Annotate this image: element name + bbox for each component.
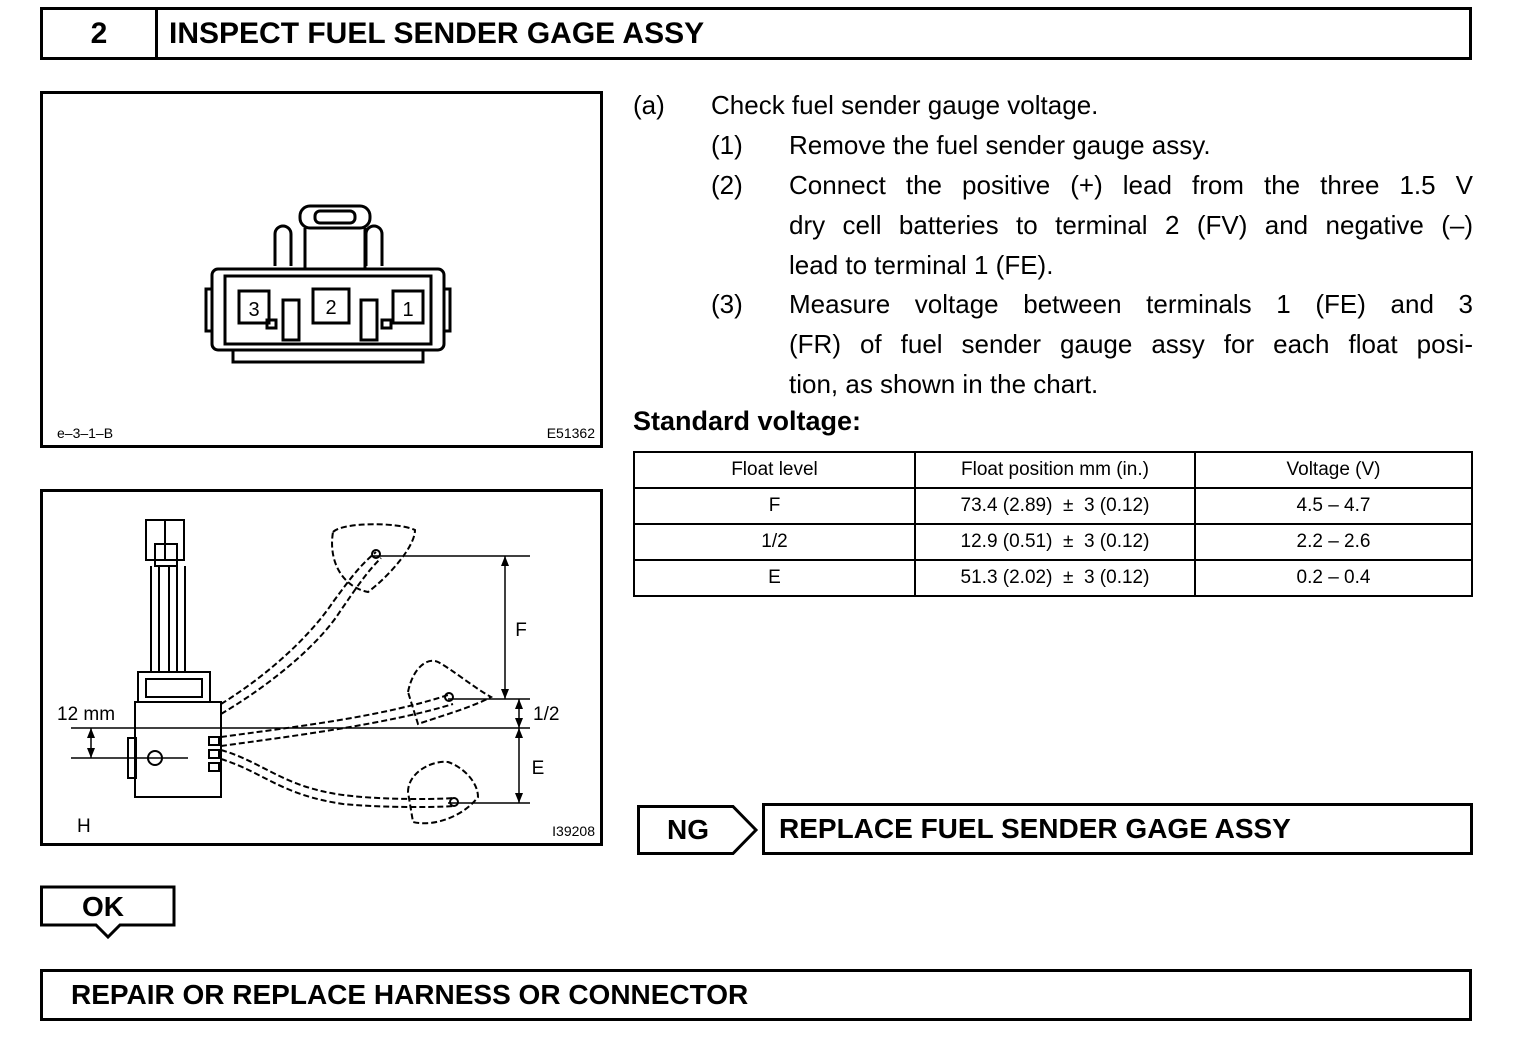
position-label-f: F (515, 620, 527, 641)
table-cell: F (633, 487, 916, 525)
instruction-2-line: dry cell batteries to terminal 2 (FV) an… (789, 210, 1473, 240)
ok-arrow-shape (40, 885, 176, 940)
instruction-a-text: Check fuel sender gauge voltage. (711, 90, 1099, 120)
ok-label-text: OK (82, 891, 124, 922)
step-number: 2 (43, 10, 158, 57)
ng-label-text: NG (667, 814, 709, 845)
step-header: 2 INSPECT FUEL SENDER GAGE ASSY (40, 7, 1472, 60)
terminal-label-1: 1 (402, 299, 413, 321)
column-header: Float position mm (in.) (914, 451, 1196, 489)
table-header-row: Float level Float position mm (in.) Volt… (633, 451, 1473, 489)
ng-arrow-shape (637, 805, 759, 855)
instruction-1-text: Remove the fuel sender gauge assy. (789, 130, 1211, 160)
instruction-2-marker: (2) (711, 170, 743, 200)
table-cell: 4.5 – 4.7 (1194, 487, 1473, 525)
connector-diagram: 3 2 1 e–3–1–B E51362 (57, 204, 595, 441)
instruction-3-line: (FR) of fuel sender gauge assy for each … (789, 329, 1473, 359)
table-cell: 73.4 (2.89) ± 3 (0.12) (914, 487, 1196, 525)
float-position-figure: 12 mm F 1/2 E H I39208 (40, 489, 603, 846)
ng-result-text: REPLACE FUEL SENDER GAGE ASSY (779, 813, 1291, 844)
figure-corner-label: H (77, 816, 91, 837)
table-cell: 12.9 (0.51) ± 3 (0.12) (914, 523, 1196, 561)
position-label-e: E (532, 758, 545, 779)
figure-code-left: e–3–1–B (57, 425, 113, 441)
ok-result-box: REPAIR OR REPLACE HARNESS OR CONNECTOR (40, 969, 1472, 1021)
table-cell: 1/2 (633, 523, 916, 561)
table-row: E 51.3 (2.02) ± 3 (0.12) 0.2 – 0.4 (633, 559, 1473, 597)
ng-branch-label: NG (637, 805, 759, 855)
table-row: F 73.4 (2.89) ± 3 (0.12) 4.5 – 4.7 (633, 487, 1473, 525)
terminal-label-2: 2 (325, 297, 336, 319)
position-label-half: 1/2 (533, 704, 559, 725)
instruction-3-line: Measure voltage between terminals 1 (FE)… (789, 289, 1473, 319)
column-header: Voltage (V) (1194, 451, 1473, 489)
step-title: INSPECT FUEL SENDER GAGE ASSY (169, 16, 705, 50)
dimension-12mm-label: 12 mm (57, 704, 115, 725)
terminal-label-3: 3 (248, 299, 259, 321)
connector-figure: 3 2 1 e–3–1–B E51362 (40, 91, 603, 448)
ok-result-text: REPAIR OR REPLACE HARNESS OR CONNECTOR (71, 979, 749, 1010)
spec-table: Float level Float position mm (in.) Volt… (633, 451, 1473, 597)
instruction-3-marker: (3) (711, 289, 743, 319)
table-cell: E (633, 559, 916, 597)
instruction-1-marker: (1) (711, 130, 743, 160)
instruction-2-line: lead to terminal 1 (FE). (789, 250, 1054, 280)
table-cell: 2.2 – 2.6 (1194, 523, 1473, 561)
ng-result-box: REPLACE FUEL SENDER GAGE ASSY (762, 803, 1473, 855)
figure-code-right: E51362 (547, 425, 595, 441)
instruction-2-line: Connect the positive (+) lead from the t… (789, 170, 1473, 200)
table-row: 1/2 12.9 (0.51) ± 3 (0.12) 2.2 – 2.6 (633, 523, 1473, 561)
column-header: Float level (633, 451, 916, 489)
ok-branch-label: OK (38, 885, 178, 941)
float-diagram: 12 mm F 1/2 E H I39208 (57, 519, 595, 839)
table-cell: 0.2 – 0.4 (1194, 559, 1473, 597)
table-cell: 51.3 (2.02) ± 3 (0.12) (914, 559, 1196, 597)
figure2-code-right: I39208 (552, 823, 595, 839)
instruction-3-line: tion, as shown in the chart. (789, 369, 1099, 399)
standard-voltage-label: Standard voltage: (633, 406, 862, 436)
instruction-a-marker: (a) (633, 90, 665, 120)
